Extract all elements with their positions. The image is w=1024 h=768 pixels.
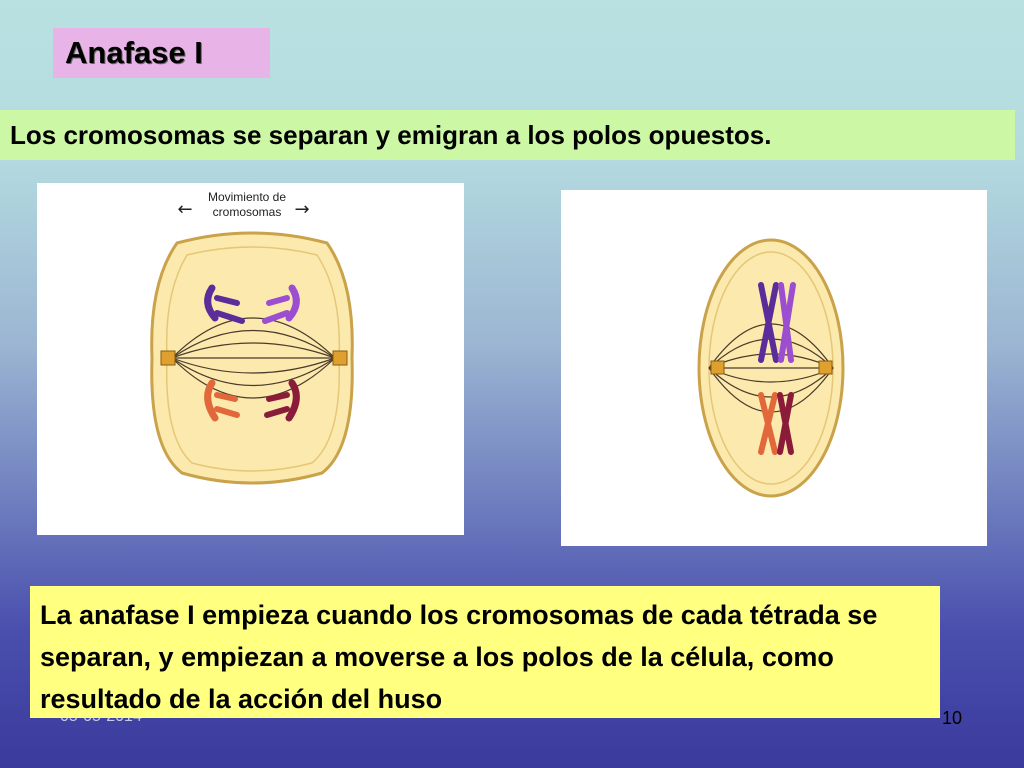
arrow-left-icon: ← xyxy=(177,199,192,220)
slide-title-text: Anafase I xyxy=(65,35,203,70)
slide-subtitle-text: Los cromosomas se separan y emigran a lo… xyxy=(10,119,772,150)
figure-label-line2: cromosomas xyxy=(213,205,282,219)
centrosome-right-pole xyxy=(710,360,833,375)
chromosomes-right xyxy=(758,282,796,455)
chromosomes-left xyxy=(204,284,300,422)
anaphase-illustration-left: Movimiento de cromosomas ← → xyxy=(150,190,354,485)
figure-label-line1: Movimiento de xyxy=(208,190,286,204)
explanation-box: La anafase I empieza cuando los cromosom… xyxy=(30,586,940,718)
anaphase-figure-right xyxy=(561,190,987,546)
explanation-text: La anafase I empieza cuando los cromosom… xyxy=(40,600,878,714)
slide-subtitle: Los cromosomas se separan y emigran a lo… xyxy=(0,110,1015,160)
footer-page-number: 10 xyxy=(942,708,963,728)
slide-title: Anafase I xyxy=(53,28,270,78)
spindle-fibers-left xyxy=(171,317,336,399)
arrow-right-icon: → xyxy=(294,199,309,220)
anaphase-figure-left: Movimiento de cromosomas ← → xyxy=(37,183,464,535)
anaphase-illustration-right xyxy=(697,238,845,498)
centrosome-left-pole xyxy=(160,350,348,366)
